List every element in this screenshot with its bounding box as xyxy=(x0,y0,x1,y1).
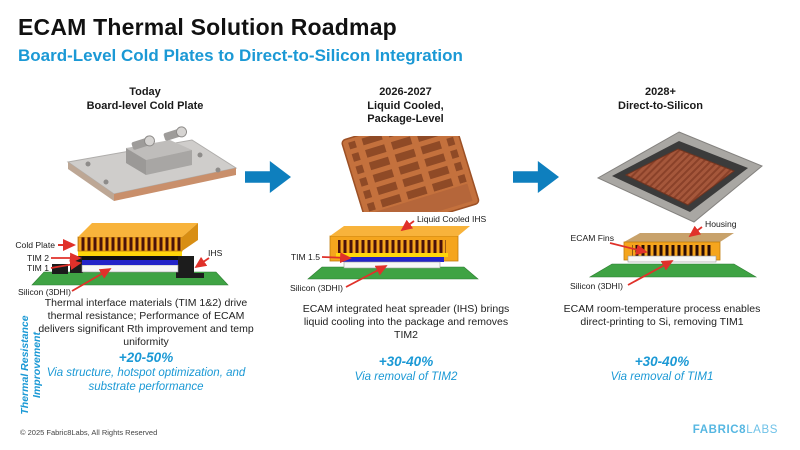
column1-description: Thermal interface materials (TIM 1&2) dr… xyxy=(38,297,254,348)
diagram3-housing-label: Housing xyxy=(705,219,737,229)
diagram1-silicon-label: Silicon (3DHI) xyxy=(18,287,71,297)
copyright-text: © 2025 Fabric8Labs, All Rights Reserved xyxy=(20,428,158,437)
column2-heading: 2026-2027 Liquid Cooled, Package-Level xyxy=(293,86,518,127)
liquid-cooled-diagram: Liquid Cooled IHS TIM 1.5 Silicon (3DHI) xyxy=(282,210,506,296)
page-title: ECAM Thermal Solution Roadmap xyxy=(18,14,397,40)
column3-heading: 2028+ Direct-to-Silicon xyxy=(543,86,778,113)
vertical-label-line1: Thermal Resistance xyxy=(19,315,31,415)
diagram3-silicon-label: Silicon (3DHI) xyxy=(570,281,623,291)
diagram1-ihs-label: IHS xyxy=(208,248,223,258)
column2-improvement-value: +30-40% xyxy=(378,354,434,369)
diagram2-liquid-cooled-ihs-label: Liquid Cooled IHS xyxy=(417,214,487,224)
column1-heading-line2: Board-level Cold Plate xyxy=(86,99,204,112)
column1-heading: Today Board-level Cold Plate xyxy=(30,86,260,113)
column2-improvement-detail: Via removal of TIM2 xyxy=(354,371,458,383)
thermal-resistance-improvement-label: Thermal Resistance Improvement xyxy=(19,290,45,440)
logo-secondary: LABS xyxy=(746,424,778,436)
fabric8labs-logo: FABRIC8LABS xyxy=(693,424,778,436)
column2-heading-line3: Package-Level xyxy=(367,113,444,125)
column1-improvement-value: +20-50% xyxy=(118,350,174,365)
diagram1-tim1-label: TIM 1 xyxy=(27,263,49,273)
roadmap-arrow-2 xyxy=(513,161,559,193)
diagram3-ecam-fins-label: ECAM Fins xyxy=(571,233,614,243)
direct-to-silicon-photo xyxy=(582,126,777,228)
column3-heading-line2: Direct-to-Silicon xyxy=(618,99,703,112)
column3-improvement-detail: Via removal of TIM1 xyxy=(610,371,714,383)
diagram1-cold-plate-label: Cold Plate xyxy=(15,240,55,250)
diagram1-tim2-label: TIM 2 xyxy=(27,253,49,263)
column1-heading-line1: Today xyxy=(129,86,161,98)
logo-primary: FABRIC8 xyxy=(692,424,747,436)
column3-heading-line1: 2028+ xyxy=(645,86,676,98)
diagram2-tim15-label: TIM 1.5 xyxy=(291,252,320,262)
column1-improvement-detail: Via structure, hotspot optimization, and… xyxy=(46,367,246,393)
direct-to-silicon-diagram: ECAM Fins Housing Silicon (3DHI) xyxy=(550,212,792,296)
vertical-label-line2: Improvement xyxy=(31,332,43,398)
cold-plate-photo xyxy=(40,120,245,220)
cold-plate-diagram: Cold Plate TIM 2 TIM 1 Silicon (3DHI) IH… xyxy=(8,218,240,298)
diagram2-silicon-label: Silicon (3DHI) xyxy=(290,283,343,293)
column2-description: ECAM integrated heat spreader (IHS) brin… xyxy=(302,303,510,341)
column3-improvement-value: +30-40% xyxy=(634,354,690,369)
page-subtitle: Board-Level Cold Plates to Direct-to-Sil… xyxy=(18,46,463,65)
column3-description: ECAM room-temperature process enables di… xyxy=(563,303,761,328)
column2-heading-line1: 2026-2027 xyxy=(379,86,432,98)
roadmap-arrow-1 xyxy=(245,161,291,193)
column2-heading-line2: Liquid Cooled, xyxy=(367,99,444,112)
liquid-cooled-ihs-photo xyxy=(318,107,503,237)
